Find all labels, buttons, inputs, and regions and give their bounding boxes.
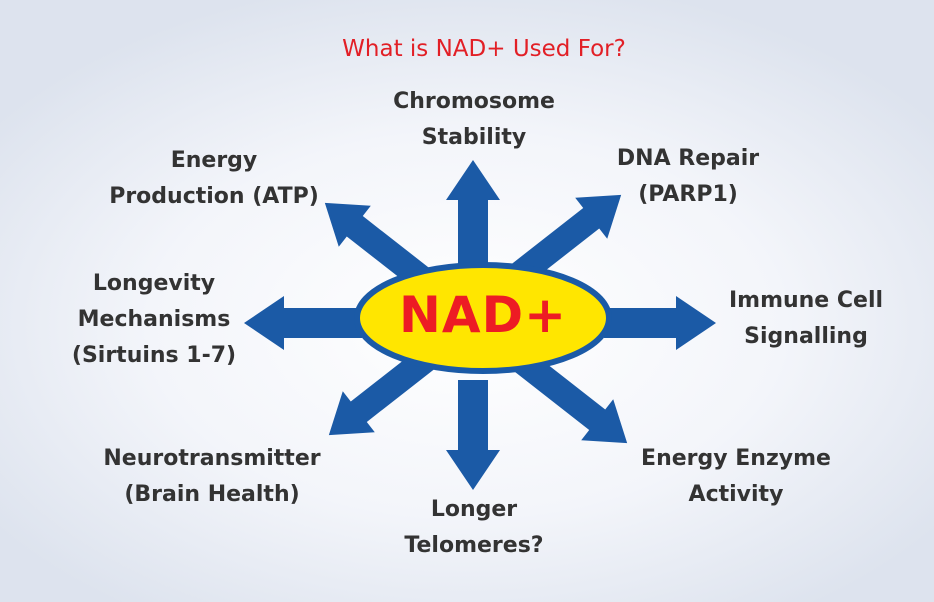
label-line: Mechanisms [77,307,231,332]
label-longer-telomeres: Longer Telomeres? [404,492,543,564]
arrow-longevity-mechanisms [244,296,362,350]
diagram-title: What is NAD+ Used For? [342,36,626,62]
label-line: Chromosome [393,89,555,114]
label-line: Immune Cell [728,288,884,313]
label-line: Activity [688,482,784,507]
label-longevity-mechanisms: Longevity Mechanisms (Sirtuins 1-7) [72,266,236,374]
label-energy-production: Energy Production (ATP) [109,143,319,215]
label-line: Production (ATP) [109,184,319,209]
label-line: Telomeres? [404,533,544,558]
arrow-longer-telomeres [446,380,500,490]
label-line: Energy [170,148,258,173]
label-line: Longer [430,497,518,522]
label-energy-enzyme-activity: Energy Enzyme Activity [641,441,831,513]
label-line: (Sirtuins 1-7) [71,343,237,368]
label-line: Longevity [92,271,216,296]
label-dna-repair: DNA Repair (PARP1) [617,141,759,213]
arrow-immune-cell-signalling [604,296,716,350]
label-chromosome-stability: Chromosome Stability [393,84,555,156]
label-line: (Brain Health) [124,482,300,507]
arrow-energy-enzyme-activity [508,346,628,444]
label-line: Signalling [744,324,868,349]
arrow-chromosome-stability [446,160,500,268]
label-line: Neurotransmitter [103,446,321,471]
nad-ellipse [354,262,612,374]
label-line: Energy Enzyme [641,446,831,471]
center-label: NAD+ [399,286,567,344]
label-line: DNA Repair [616,146,760,171]
label-neurotransmitter: Neurotransmitter (Brain Health) [103,441,320,513]
label-line: (PARP1) [638,182,738,207]
label-immune-cell-signalling: Immune Cell Signalling [729,283,883,355]
label-line: Stability [421,125,527,150]
